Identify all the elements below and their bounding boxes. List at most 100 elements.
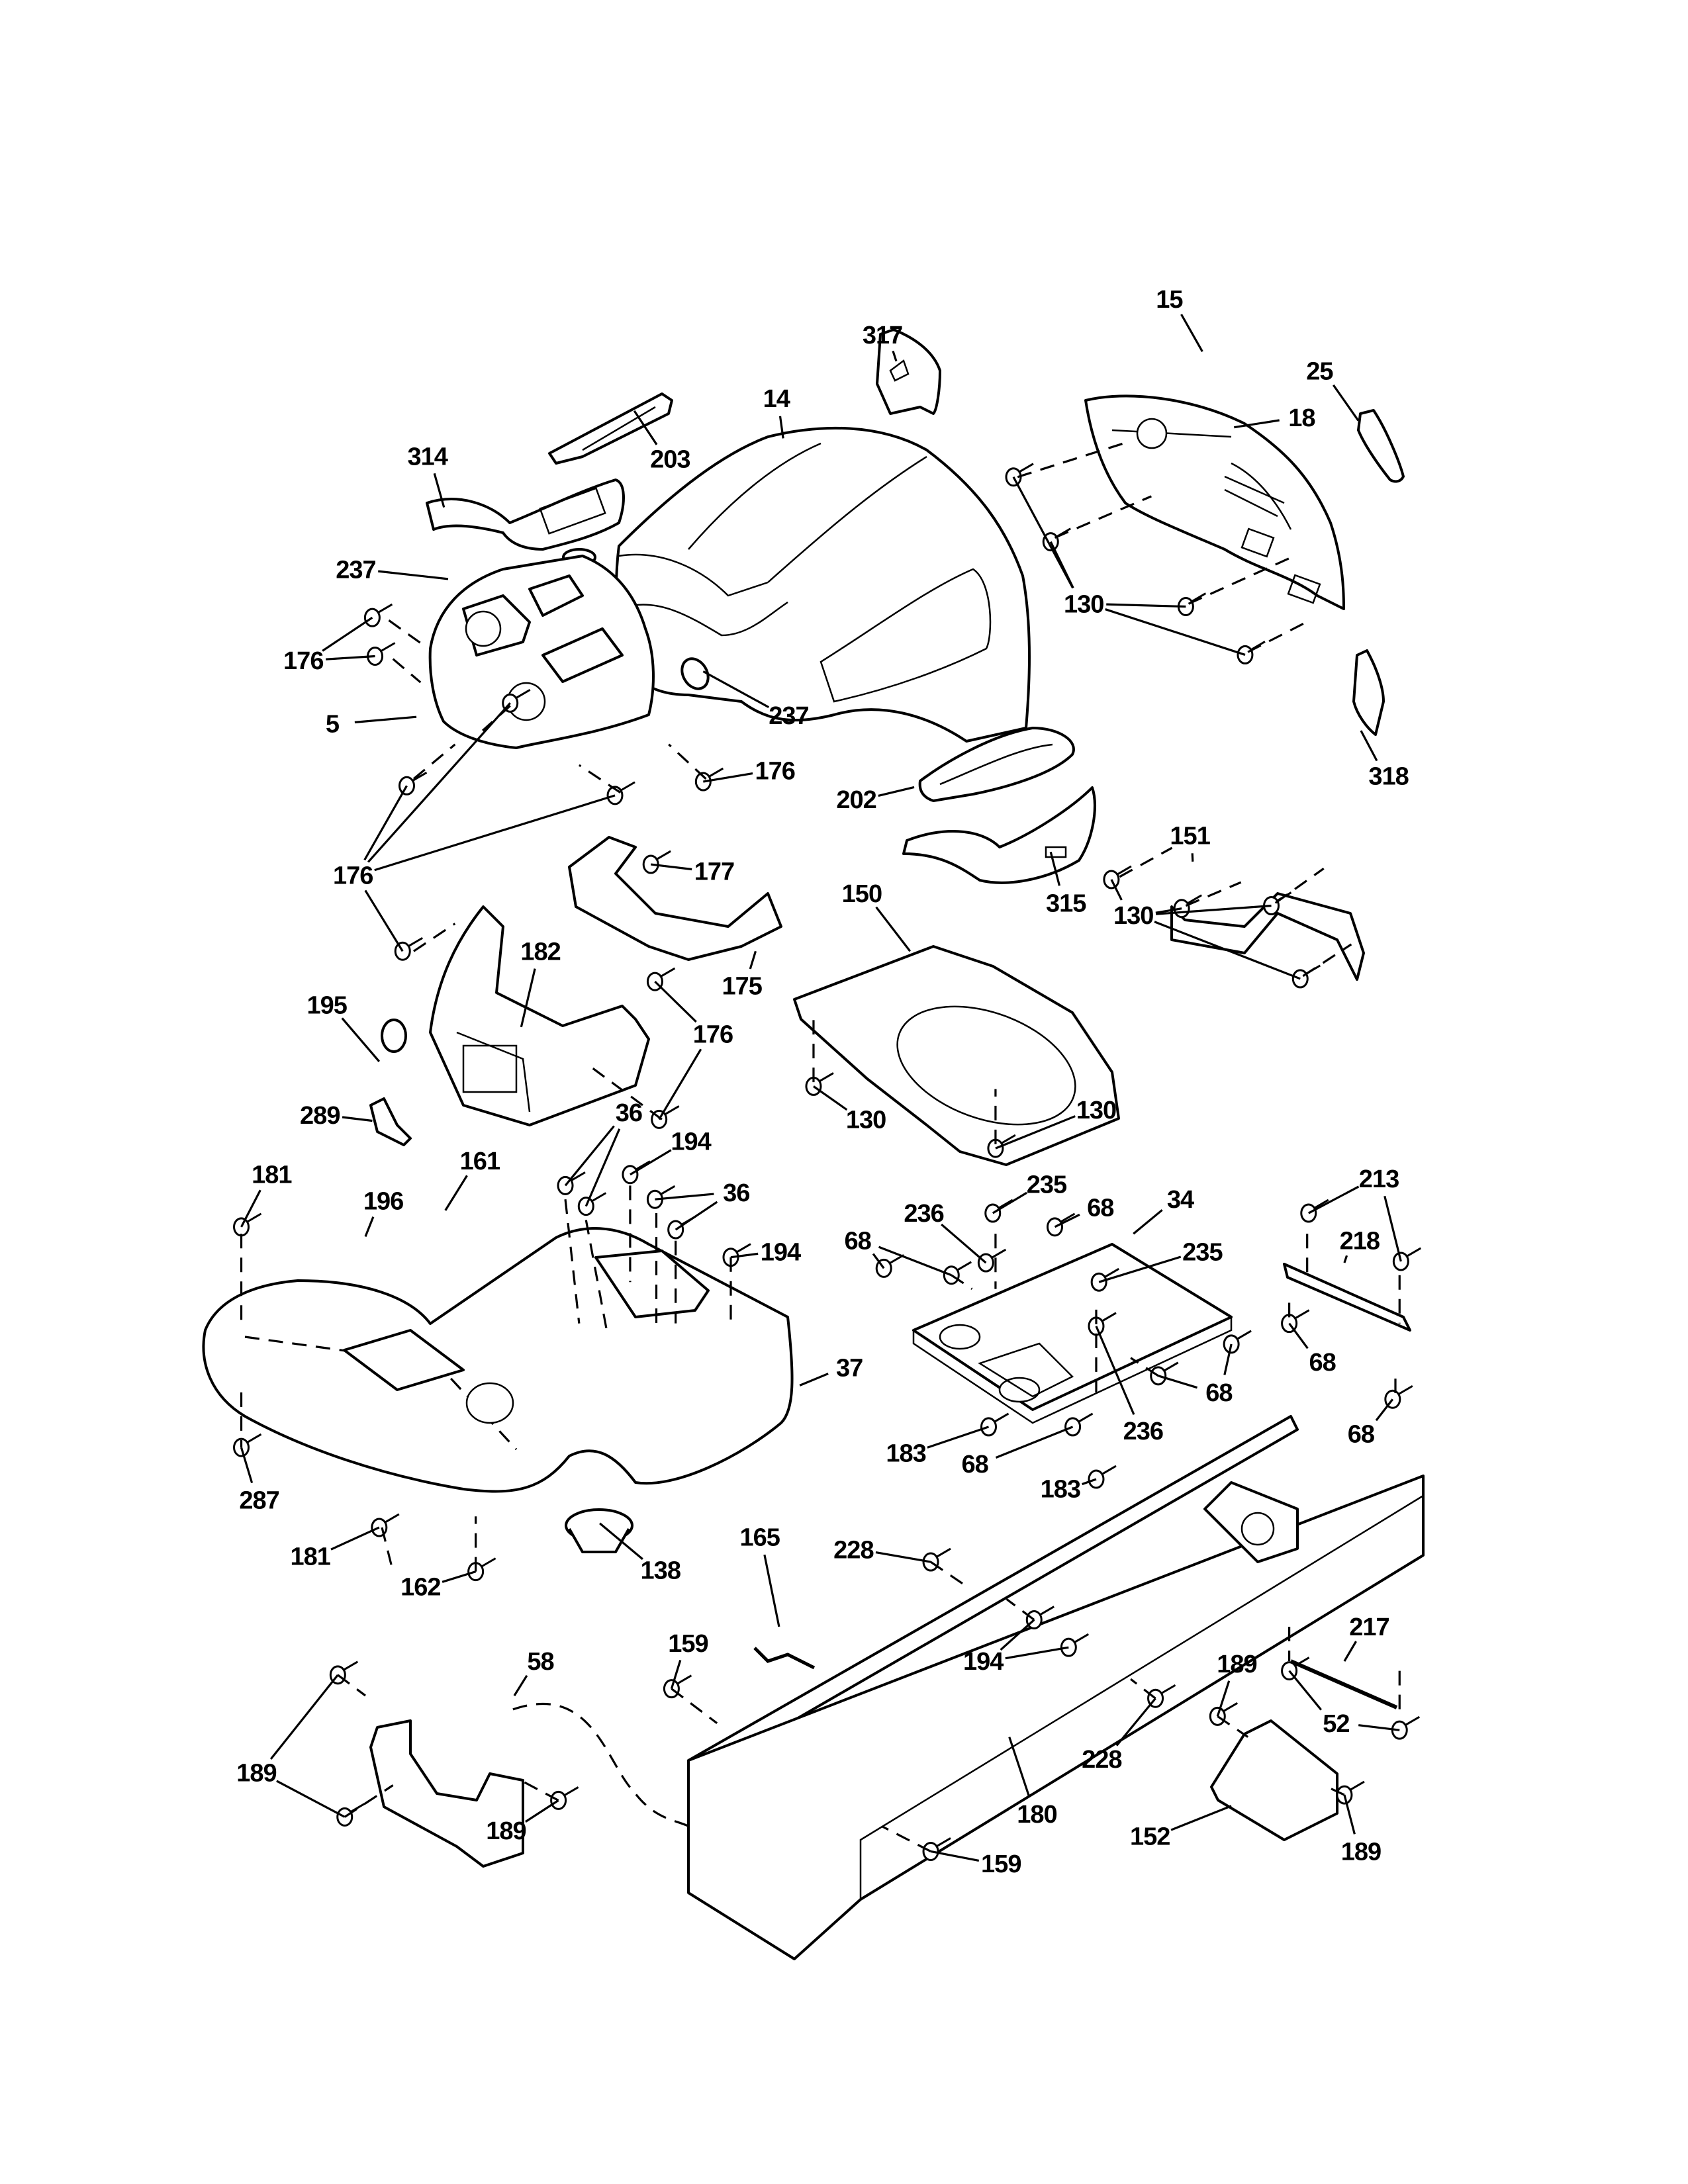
assembly-line	[578, 764, 622, 794]
assembly-line	[1119, 846, 1173, 878]
leader-line-235	[1098, 1255, 1182, 1283]
leader-line-287	[240, 1447, 254, 1484]
assembly-line	[671, 1688, 718, 1725]
leader-line-18	[1234, 419, 1280, 429]
fastener-68-icon	[875, 1254, 904, 1278]
part-seat-plate	[912, 1243, 1233, 1424]
part-fender	[202, 1227, 794, 1493]
callout-14-hood: 14	[763, 385, 790, 413]
callout-68-bolt-bar-left: 68	[1309, 1349, 1335, 1377]
leader-line-176	[374, 794, 616, 872]
assembly-line	[381, 1527, 395, 1572]
callout-177-nut: 177	[694, 858, 734, 886]
leader-line-130	[1049, 541, 1074, 589]
assembly-line	[1017, 440, 1131, 478]
callout-165-rod: 165	[740, 1524, 780, 1552]
part-hood-lower-trim	[902, 786, 1096, 884]
assembly-line	[1130, 1678, 1156, 1700]
callout-25-grille-side-lens: 25	[1306, 357, 1333, 385]
leader-line-317	[892, 350, 898, 362]
assembly-line	[668, 743, 707, 780]
callout-18-grille: 18	[1288, 404, 1315, 432]
leader-line-68	[1375, 1398, 1394, 1422]
assembly-line	[1185, 881, 1242, 907]
leader-line-37	[799, 1373, 829, 1387]
part-hood	[614, 426, 1031, 743]
part-cap	[381, 1019, 407, 1053]
leader-line-130	[1156, 904, 1272, 915]
leader-line-289	[342, 1116, 373, 1122]
leader-line-176	[703, 772, 753, 783]
leader-line-68	[872, 1253, 885, 1269]
leader-line-235	[992, 1191, 1027, 1214]
leader-line-130	[1012, 476, 1074, 589]
callout-161-lever-cover: 161	[460, 1148, 500, 1175]
part-hood-support	[793, 945, 1120, 1166]
assembly-line	[951, 1274, 973, 1290]
leader-line-36	[564, 1125, 615, 1187]
callout-183-bolt-plate-bottom: 183	[1041, 1476, 1080, 1504]
assembly-line	[1323, 1784, 1345, 1796]
callout-130-screw-support-right: 130	[1076, 1097, 1116, 1124]
assembly-line	[1006, 1598, 1035, 1621]
assembly-line	[1247, 619, 1311, 653]
leader-line-194	[730, 1252, 759, 1259]
fastener-130-icon	[1173, 894, 1202, 919]
leader-line-68	[1223, 1343, 1233, 1375]
fastener-130-icon	[1177, 592, 1207, 617]
callout-194-nut-right: 194	[761, 1238, 801, 1266]
callout-236-bushing-upper: 236	[904, 1200, 943, 1228]
leader-line-183	[927, 1426, 990, 1449]
callout-52-bushings-rod: 52	[1323, 1710, 1349, 1738]
assembly-line	[592, 1068, 663, 1120]
callout-68-bolt-plate-bottom: 68	[962, 1451, 988, 1479]
leader-line-189	[1216, 1680, 1231, 1717]
leader-line-14	[778, 416, 784, 439]
callout-130-screws-grille: 130	[1064, 590, 1103, 618]
leader-line-159	[670, 1660, 682, 1690]
leader-line-218	[1343, 1255, 1348, 1263]
leader-line-181	[330, 1526, 380, 1551]
callout-159-screw-frame-bottom: 159	[981, 1850, 1021, 1878]
leader-line-176	[363, 785, 408, 861]
fastener-183-icon	[1088, 1465, 1117, 1489]
leader-line-189	[276, 1780, 346, 1818]
leader-line-138	[599, 1522, 643, 1561]
callout-5-dash-panel: 5	[326, 711, 340, 739]
callout-228-pin-upper: 228	[833, 1536, 873, 1564]
leader-line-180	[1008, 1737, 1031, 1798]
leader-line-34	[1133, 1209, 1163, 1235]
leader-line-194	[1005, 1646, 1069, 1660]
callout-181-bushing-lower: 181	[290, 1543, 330, 1571]
leader-line-217	[1343, 1641, 1357, 1662]
callout-159-screw-frame-top: 159	[668, 1630, 708, 1658]
leader-line-130	[1155, 907, 1182, 914]
part-dash-panel	[428, 555, 655, 749]
part-hood-side-panel	[426, 478, 625, 551]
leader-line-182	[520, 968, 536, 1028]
leader-line-177	[650, 863, 692, 871]
callout-152-rear-cover: 152	[1130, 1823, 1170, 1851]
callout-189-screw-front-bracket-right: 189	[486, 1817, 526, 1845]
fastener-176-icon	[367, 642, 396, 666]
leader-line-15	[1180, 314, 1203, 352]
leader-line-36	[655, 1193, 714, 1201]
leader-line-213	[1383, 1195, 1402, 1262]
assembly-line	[882, 1825, 931, 1852]
assembly-line	[412, 743, 456, 780]
callout-289-clip: 289	[300, 1102, 340, 1130]
assembly-line	[1302, 943, 1352, 978]
leader-line-236	[941, 1223, 987, 1264]
leader-line-237	[378, 570, 449, 580]
callout-162-screw-fender-bottom: 162	[400, 1574, 440, 1602]
part-clip	[369, 1097, 412, 1146]
assembly-line	[585, 1220, 608, 1331]
leader-line-130	[995, 1115, 1076, 1150]
callout-235-spacer-right: 235	[1182, 1238, 1223, 1266]
part-front-bracket	[369, 1719, 524, 1868]
leader-line-161	[444, 1175, 468, 1211]
leader-line-68	[995, 1426, 1074, 1459]
part-grille-side-lens	[1357, 409, 1405, 483]
